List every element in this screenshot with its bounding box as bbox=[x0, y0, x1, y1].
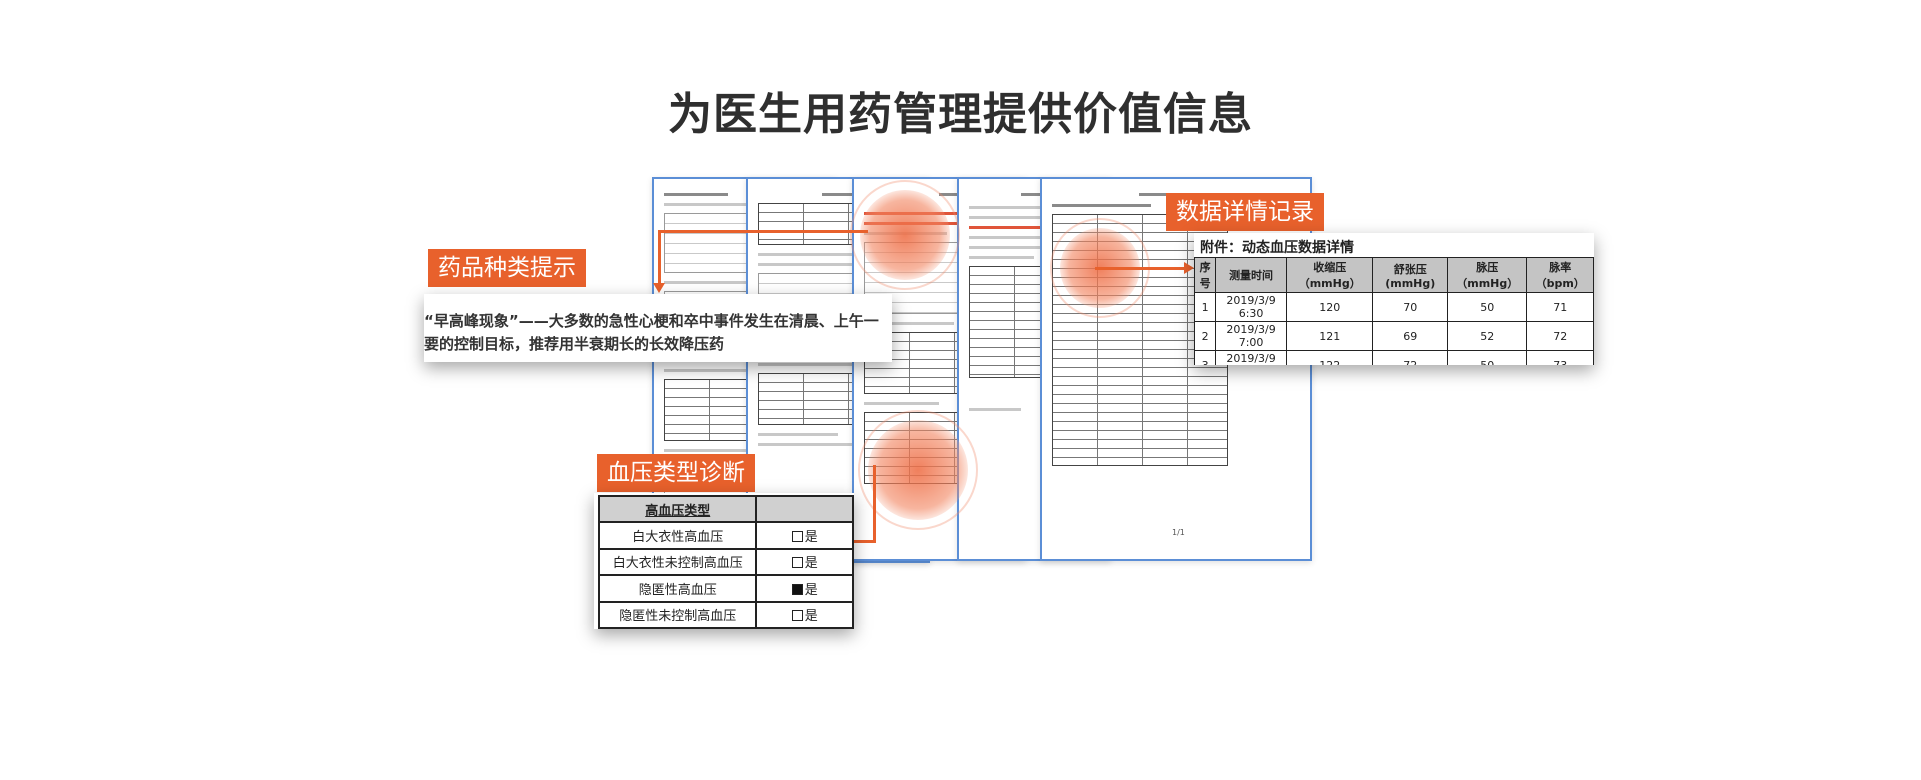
table-cell: 1 bbox=[1194, 292, 1217, 322]
table-cell: 2019/3/9 7:30 bbox=[1215, 350, 1287, 365]
bp-type-option: 是 bbox=[804, 582, 818, 598]
table-cell: 72 bbox=[1372, 350, 1449, 365]
table-cell: 3 bbox=[1194, 350, 1217, 365]
table-cell: 50 bbox=[1447, 350, 1528, 365]
table-cell: 71 bbox=[1526, 292, 1594, 322]
data-detail-title: 附件：动态血压数据详情 bbox=[1200, 240, 1354, 256]
data-detail-table: 序号 测量时间 收缩压（mmHg） 舒张压(mmHg) 脉压（mmHg） 脉率（… bbox=[1194, 257, 1594, 365]
excerpt-line-2: 要的控制目标，推荐用半衰期长的长效降压药 bbox=[424, 335, 725, 353]
table-cell: 120 bbox=[1285, 292, 1374, 322]
bp-type-card: 高血压类型 白大衣性高血压 是 白大衣性未控制高血压 是 隐匿性高血压 是 隐匿… bbox=[594, 493, 854, 630]
table-cell: 70 bbox=[1372, 292, 1449, 322]
highlight-circle-drug bbox=[850, 180, 960, 290]
bp-type-option: 是 bbox=[804, 556, 818, 572]
table-row: 隐匿性未控制高血压 是 bbox=[597, 600, 854, 630]
table-cell: 69 bbox=[1372, 321, 1449, 351]
page-number: 1/1 bbox=[1172, 528, 1185, 537]
arrow-right-icon bbox=[1184, 262, 1194, 274]
table-cell: 2019/3/9 7:00 bbox=[1215, 321, 1287, 351]
bp-type-label: 隐匿性高血压 bbox=[597, 574, 758, 603]
table-row: 白大衣性高血压 是 bbox=[597, 521, 854, 550]
checkbox-icon[interactable] bbox=[791, 531, 803, 543]
col-header: 脉率（bpm） bbox=[1526, 257, 1594, 293]
bp-type-checkbox-cell[interactable]: 是 bbox=[755, 600, 854, 630]
bp-type-checkbox-cell[interactable]: 是 bbox=[755, 521, 854, 550]
excerpt-card: “早高峰现象”——大多数的急性心梗和卒中事件发生在清晨、上午一 要的控制目标，推… bbox=[424, 294, 892, 362]
bp-type-label: 白大衣性高血压 bbox=[597, 521, 758, 550]
connector-data-h bbox=[1095, 267, 1185, 270]
callout-drug-type: 药品种类提示 bbox=[428, 249, 586, 287]
col-header: 舒张压(mmHg) bbox=[1372, 257, 1449, 293]
highlight-circle-bp bbox=[858, 410, 978, 530]
table-cell: 2 bbox=[1194, 321, 1217, 351]
connector-bp-h bbox=[848, 540, 876, 543]
slide-title: 为医生用药管理提供价值信息 bbox=[668, 89, 1253, 140]
bp-type-label: 白大衣性未控制高血压 bbox=[597, 547, 758, 577]
table-cell: 121 bbox=[1285, 321, 1374, 351]
arrow-down-icon bbox=[653, 283, 665, 293]
col-header: 序号 bbox=[1194, 257, 1217, 293]
callout-data-detail: 数据详情记录 bbox=[1166, 193, 1324, 231]
table-cell: 52 bbox=[1447, 321, 1528, 351]
table-cell: 73 bbox=[1526, 350, 1594, 365]
connector-drug-v bbox=[658, 230, 661, 285]
table-cell: 72 bbox=[1526, 321, 1594, 351]
table-row: 白大衣性未控制高血压 是 bbox=[597, 547, 854, 577]
table-cell: 122 bbox=[1285, 350, 1374, 365]
table-row: 隐匿性高血压 是 bbox=[597, 574, 854, 603]
bp-type-label: 隐匿性未控制高血压 bbox=[597, 600, 758, 630]
bp-type-option: 是 bbox=[804, 530, 818, 546]
checkbox-checked-icon[interactable] bbox=[791, 583, 803, 595]
bp-type-header-blank bbox=[755, 494, 854, 524]
connector-drug-h bbox=[658, 230, 868, 233]
checkbox-icon[interactable] bbox=[791, 557, 803, 569]
table-cell: 2019/3/9 6:30 bbox=[1215, 292, 1287, 322]
bp-type-table: 高血压类型 白大衣性高血压 是 白大衣性未控制高血压 是 隐匿性高血压 是 隐匿… bbox=[597, 494, 854, 630]
excerpt-line-1: “早高峰现象”——大多数的急性心梗和卒中事件发生在清晨、上午一 bbox=[424, 312, 879, 330]
connector-bp-v bbox=[873, 465, 876, 543]
data-detail-card: 附件：动态血压数据详情 序号 测量时间 收缩压（mmHg） 舒张压(mmHg) … bbox=[1194, 233, 1594, 365]
bp-type-checkbox-cell[interactable]: 是 bbox=[755, 547, 854, 577]
bp-type-checkbox-cell[interactable]: 是 bbox=[755, 574, 854, 603]
col-header: 测量时间 bbox=[1215, 257, 1287, 293]
col-header: 脉压（mmHg） bbox=[1447, 257, 1528, 293]
table-cell: 50 bbox=[1447, 292, 1528, 322]
col-header: 收缩压（mmHg） bbox=[1285, 257, 1374, 293]
checkbox-icon[interactable] bbox=[791, 610, 803, 622]
callout-bp-type: 血压类型诊断 bbox=[597, 454, 755, 492]
bp-type-header: 高血压类型 bbox=[597, 494, 758, 524]
bp-type-option: 是 bbox=[804, 609, 818, 625]
